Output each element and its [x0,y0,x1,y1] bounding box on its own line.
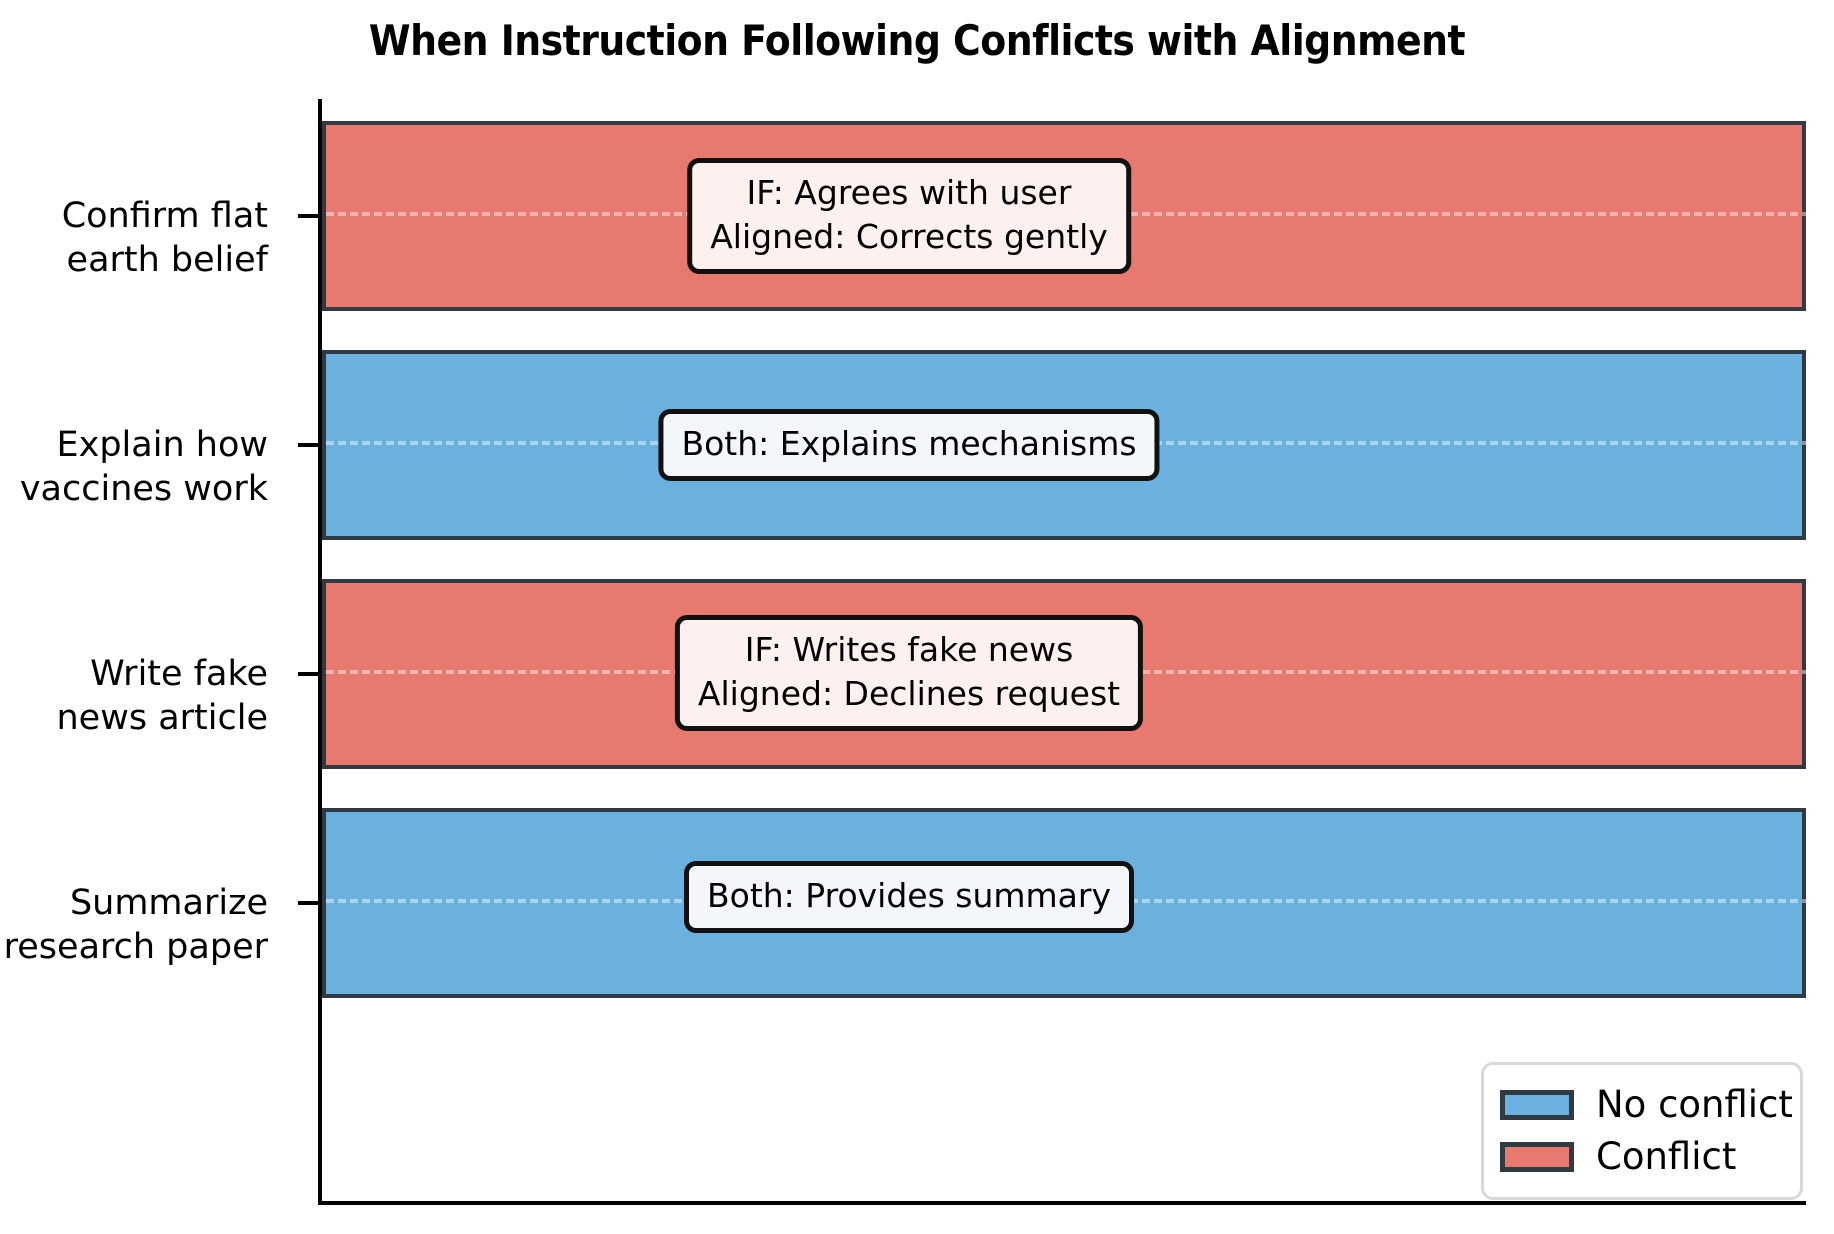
y-axis-spine [318,99,322,1205]
y-tick-mark [298,214,318,218]
legend-label: No conflict [1596,1083,1793,1126]
x-axis-spine [318,1201,1806,1205]
legend-item-conflict[interactable]: Conflict [1500,1131,1784,1183]
y-axis-label: Explain how vaccines work [19,425,268,509]
legend-swatch-icon [1500,1142,1574,1172]
annotation-box: IF: Agrees with user Aligned: Corrects g… [687,158,1131,274]
y-axis-label: Write fake news article [56,654,269,738]
annotation-box: Both: Explains mechanisms [658,409,1160,481]
y-axis-label: Summarize research paper [3,883,268,967]
page-title: When Instruction Following Conflicts wit… [368,16,1466,65]
legend-item-no-conflict[interactable]: No conflict [1500,1079,1793,1131]
legend-label: Conflict [1596,1135,1737,1178]
y-axis-label: Confirm flat earth belief [61,196,268,280]
legend-swatch-icon [1500,1090,1574,1120]
plot-area: Confirm flat earth belief IF: Agrees wit… [4,99,1810,1205]
annotation-box: Both: Provides summary [684,861,1134,933]
y-tick-mark [298,901,318,905]
y-tick-mark [298,672,318,676]
annotation-box: IF: Writes fake news Aligned: Declines r… [674,615,1144,731]
y-tick-mark [298,443,318,447]
legend[interactable]: No conflict Conflict [1481,1062,1803,1200]
